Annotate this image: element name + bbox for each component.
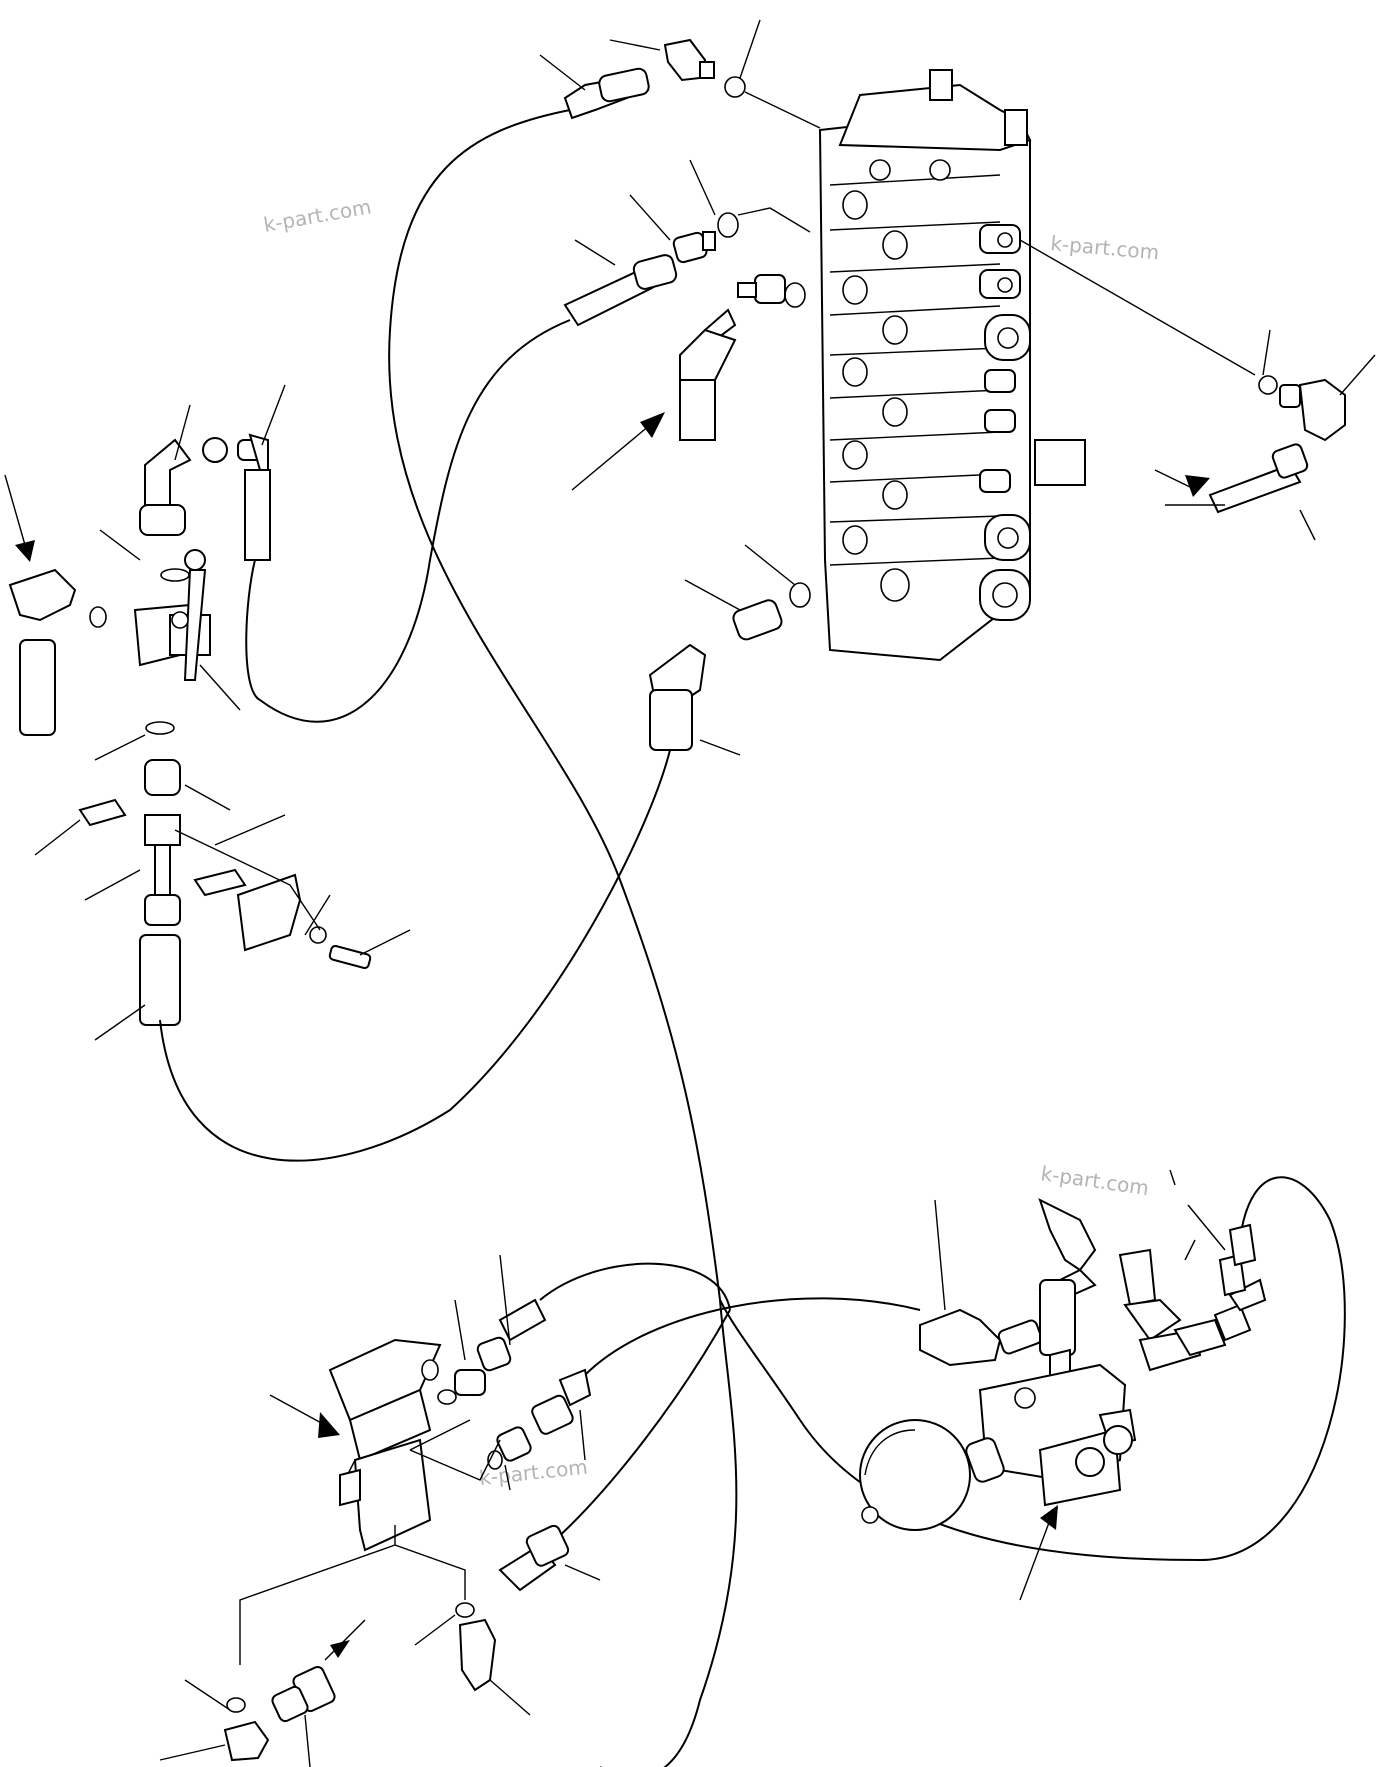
hose-3 <box>159 749 671 1162</box>
valve-side-fittings <box>979 224 1086 621</box>
lower-valve-fitting <box>648 544 811 756</box>
hose-5 <box>539 1262 731 1311</box>
hose-1 <box>388 109 721 1301</box>
top-hose-assembly <box>539 19 821 129</box>
pedal-valve-assembly <box>159 1254 601 1767</box>
accumulator-assembly <box>859 1169 1267 1601</box>
elbow-fitting-center <box>571 274 806 491</box>
hose-7 <box>554 1309 731 1541</box>
watermark-1: k-part.com <box>262 194 373 237</box>
left-valve-assembly <box>4 384 411 1041</box>
watermark-3: k-part.com <box>1039 1161 1150 1200</box>
hose-6 <box>584 1297 921 1376</box>
right-elbow-assembly <box>1019 239 1376 541</box>
valve-ports <box>842 159 951 602</box>
valve-sections <box>829 174 1001 566</box>
hose-2 <box>245 319 571 723</box>
watermark-2: k-part.com <box>1050 231 1161 264</box>
control-valve-assembly <box>818 69 1086 662</box>
hose-4 <box>600 1299 738 1767</box>
hose-8 <box>719 1176 1346 1562</box>
hose-lines <box>159 109 1346 1767</box>
second-hose-assembly <box>563 159 811 327</box>
